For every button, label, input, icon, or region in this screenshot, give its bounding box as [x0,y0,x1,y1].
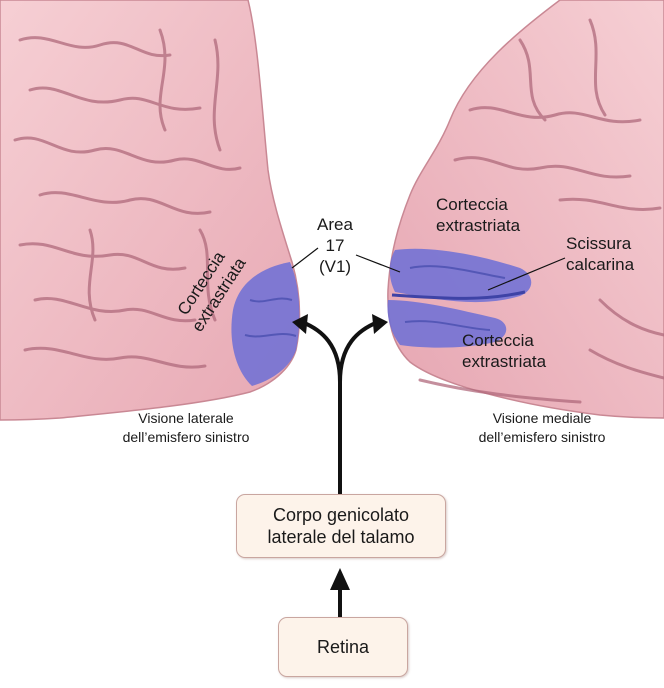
retina-box: Retina [278,617,408,677]
calcarine-fissure-label: Scissura calcarina [566,233,634,275]
retina-arrowhead [330,568,350,590]
lgn-box: Corpo genicolato laterale del talamo [236,494,446,558]
left-branch [302,322,340,382]
lateral-view-caption: Visione laterale dell’emisfero sinistro [96,409,276,447]
right-branch [340,322,378,382]
area17-label: Area 17 (V1) [309,214,361,277]
lgn-line2: laterale del talamo [267,526,414,548]
retina-label: Retina [317,636,369,658]
left-hemisphere-lateral [0,0,299,420]
right-lower-extrastriate-label: Corteccia extrastriata [462,330,546,372]
medial-view-caption: Visione mediale dell’emisfero sinistro [450,409,634,447]
lgn-line1: Corpo genicolato [267,504,414,526]
right-arrowhead [372,314,388,334]
right-upper-extrastriate-label: Corteccia extrastriata [436,194,520,236]
